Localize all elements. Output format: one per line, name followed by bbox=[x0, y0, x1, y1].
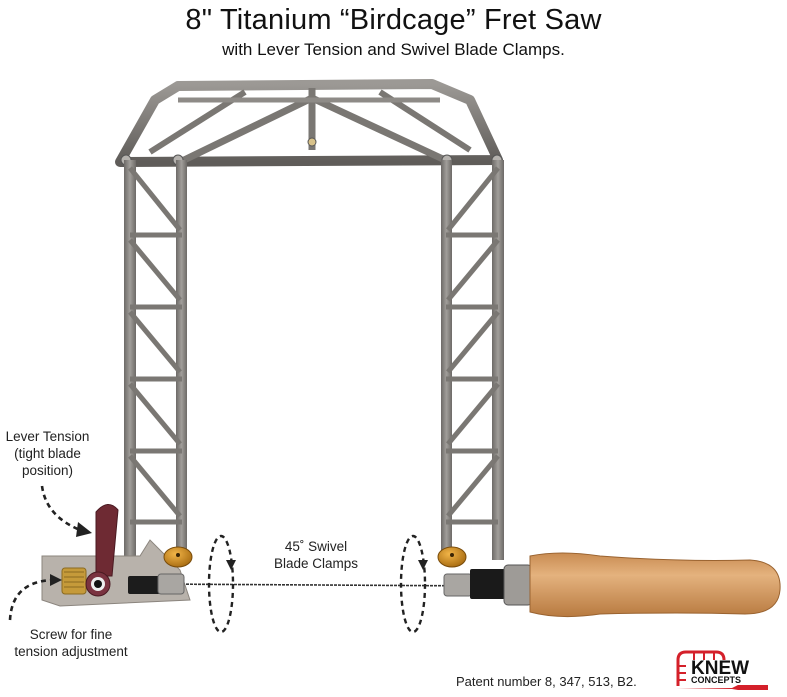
handle-assembly bbox=[443, 552, 781, 618]
left-upright bbox=[124, 160, 187, 560]
knew-concepts-logo: KNEW CONCEPTS bbox=[676, 650, 768, 690]
lever-tension-assembly bbox=[41, 504, 191, 607]
page-subtitle: with Lever Tension and Swivel Blade Clam… bbox=[222, 40, 565, 59]
wooden-handle bbox=[529, 552, 781, 618]
fine-screw-label: Screw for fine tension adjustment bbox=[14, 627, 128, 659]
lever-tension-label: Lever Tension (tight blade position) bbox=[5, 429, 90, 478]
tension-lever bbox=[95, 504, 119, 577]
right-upright bbox=[441, 160, 504, 560]
dashed-curved-arrow-lever-icon bbox=[40, 485, 81, 532]
rotate-dashed-arrow-left-icon bbox=[207, 534, 235, 634]
page-title: 8" Titanium “Birdcage” Fret Saw bbox=[185, 4, 602, 36]
logo-concepts: CONCEPTS bbox=[691, 675, 741, 685]
logo-knew: KNEW bbox=[691, 658, 749, 679]
patent-number: Patent number 8, 347, 513, B2. bbox=[456, 674, 637, 689]
dashed-curved-arrow-screw-icon bbox=[8, 578, 53, 621]
rotate-dashed-arrow-right-icon bbox=[399, 534, 427, 634]
swivel-clamps-label: 45˚ Swivel Blade Clamps bbox=[273, 539, 359, 571]
top-truss bbox=[115, 79, 503, 167]
saw-blade bbox=[149, 583, 491, 587]
